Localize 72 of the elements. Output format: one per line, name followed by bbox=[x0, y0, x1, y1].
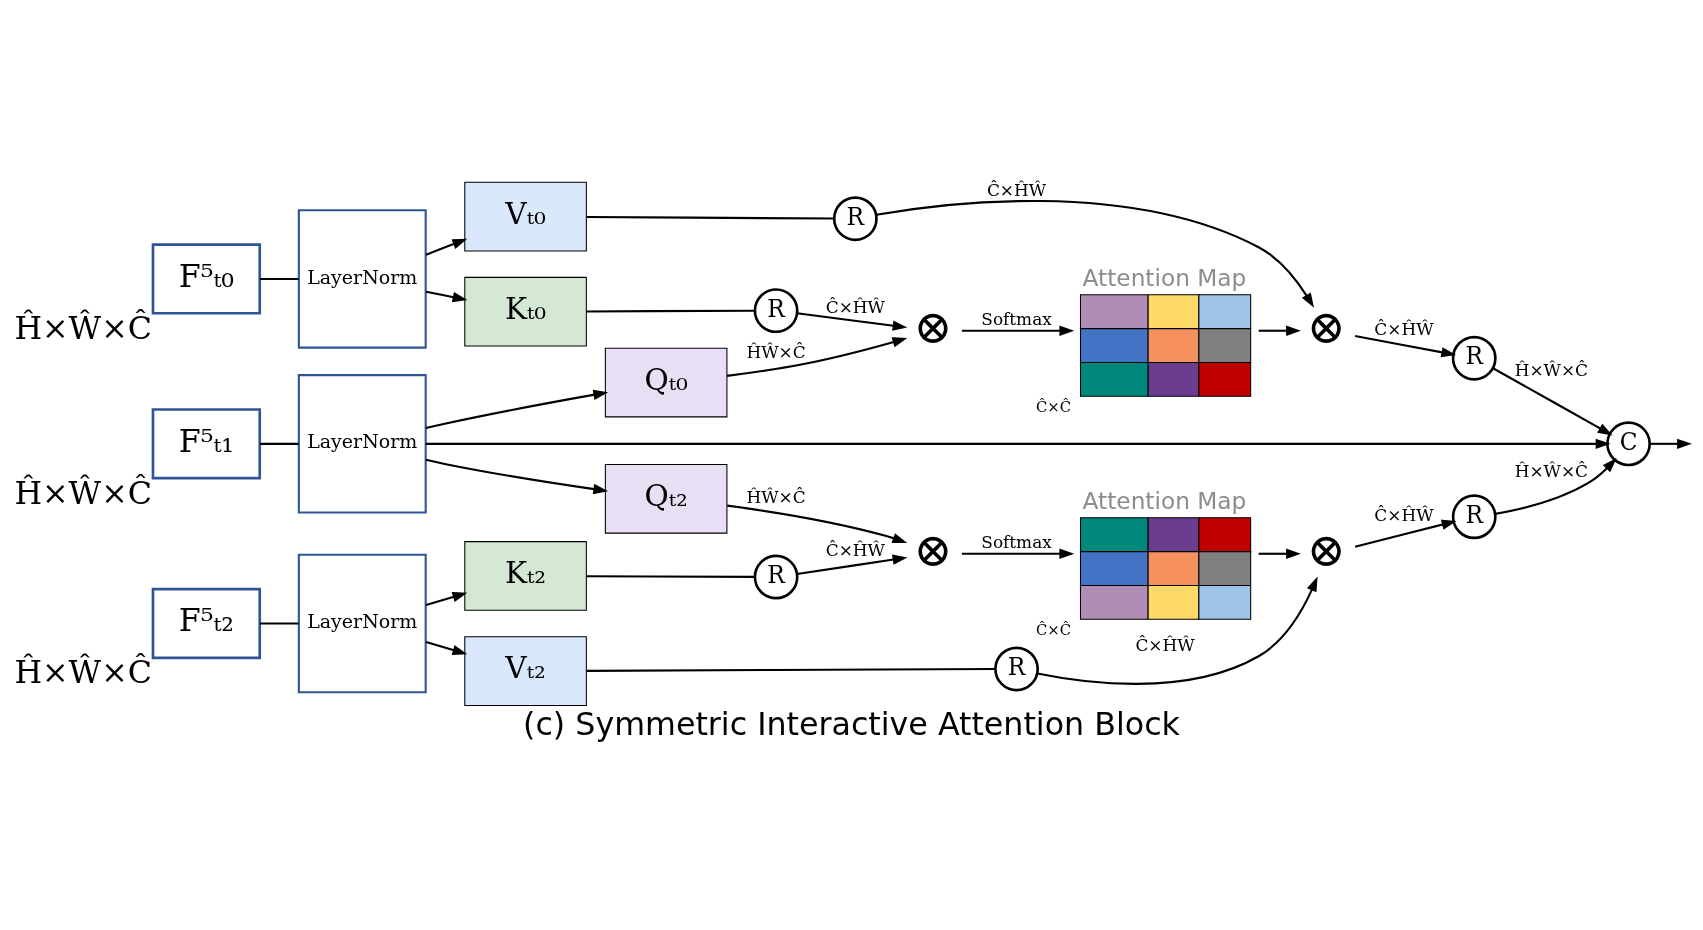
arrow bbox=[726, 336, 908, 377]
edge-label: Ĉ×ĤŴ bbox=[825, 296, 885, 317]
node-circle: R bbox=[753, 554, 799, 599]
connector bbox=[259, 277, 299, 280]
arrow bbox=[425, 238, 468, 256]
node-circle: R bbox=[832, 195, 878, 241]
node-label: Ĥ×Ŵ×Ĉ bbox=[14, 474, 152, 511]
arrow bbox=[1649, 438, 1692, 449]
node-box: Kₜ₀ bbox=[464, 276, 587, 347]
node-label: Attention Map bbox=[1082, 263, 1247, 291]
connector bbox=[586, 215, 834, 220]
arrow bbox=[796, 554, 908, 575]
edge-label: Softmax bbox=[981, 531, 1052, 552]
connector bbox=[586, 309, 755, 312]
node-circle: R bbox=[1451, 493, 1497, 539]
edge-label: ĤŴ×Ĉ bbox=[746, 486, 806, 507]
node-circle: R bbox=[753, 287, 799, 333]
edge-label: Ĉ×ĤŴ bbox=[1135, 634, 1195, 655]
arrow bbox=[1258, 548, 1301, 559]
edge-label: Ĉ×ĤŴ bbox=[1374, 318, 1434, 339]
arrow bbox=[1037, 576, 1318, 685]
arrow bbox=[961, 325, 1075, 336]
connector bbox=[586, 574, 755, 578]
node-label: Ĉ×Ĉ bbox=[1036, 397, 1072, 415]
edge-label: Ĥ×Ŵ×Ĉ bbox=[1514, 359, 1589, 380]
node-label: Ĥ×Ŵ×Ĉ bbox=[14, 653, 152, 690]
arrow bbox=[425, 640, 468, 655]
caption: (c) Symmetric Interactive Attention Block bbox=[523, 705, 1180, 742]
node-label: Attention Map bbox=[1082, 486, 1247, 514]
node-box: LayerNorm bbox=[297, 373, 427, 514]
edge-label: Ĉ×ĤŴ bbox=[825, 539, 885, 560]
arrow bbox=[1492, 366, 1613, 435]
arrow bbox=[425, 458, 609, 494]
edge-label: Ĉ×ĤŴ bbox=[986, 179, 1047, 200]
edge-label: Ĉ×ĤŴ bbox=[1374, 504, 1434, 525]
arrow bbox=[425, 438, 1611, 449]
edge-label: Ĥ×Ŵ×Ĉ bbox=[1514, 460, 1589, 481]
node-box: Kₜ₂ bbox=[464, 540, 587, 611]
node-box: F⁵ₜ₀ bbox=[151, 242, 262, 315]
node-box: LayerNorm bbox=[297, 208, 427, 349]
node-circle: R bbox=[994, 646, 1039, 691]
arrow bbox=[961, 548, 1075, 559]
node-box: F⁵ₜ₁ bbox=[151, 407, 262, 479]
arrow bbox=[425, 591, 468, 606]
node-text: ⊗ bbox=[913, 299, 953, 354]
node-box: F⁵ₜ₂ bbox=[151, 587, 262, 659]
connector bbox=[259, 442, 299, 445]
node-circle: R bbox=[1451, 335, 1497, 381]
connector bbox=[259, 621, 299, 625]
arrow bbox=[727, 504, 908, 543]
node-box: LayerNorm bbox=[297, 553, 427, 693]
node-text: ⊗ bbox=[1306, 522, 1346, 577]
arrow bbox=[876, 199, 1314, 308]
node-box: Vₜ₀ bbox=[464, 181, 587, 251]
node-box: Qₜ₀ bbox=[604, 347, 728, 417]
connector bbox=[586, 667, 995, 672]
edge-label: ĤŴ×Ĉ bbox=[746, 341, 806, 362]
node-box: Vₜ₂ bbox=[464, 635, 587, 706]
arrow bbox=[1258, 325, 1301, 336]
node-text: ⊗ bbox=[1306, 299, 1346, 354]
arrow bbox=[425, 389, 609, 429]
node-label: Ĥ×Ŵ×Ĉ bbox=[14, 309, 152, 346]
arrow bbox=[1354, 334, 1457, 357]
node-text: ⊗ bbox=[913, 522, 953, 577]
node-label: Ĉ×Ĉ bbox=[1036, 620, 1072, 638]
arrow bbox=[425, 290, 468, 302]
arrow bbox=[796, 311, 908, 331]
node-box: Qₜ₂ bbox=[604, 463, 728, 534]
arrow bbox=[1495, 457, 1617, 515]
edge-label: Softmax bbox=[981, 308, 1052, 329]
arrow bbox=[1354, 519, 1457, 548]
node-circle: C bbox=[1606, 420, 1651, 466]
